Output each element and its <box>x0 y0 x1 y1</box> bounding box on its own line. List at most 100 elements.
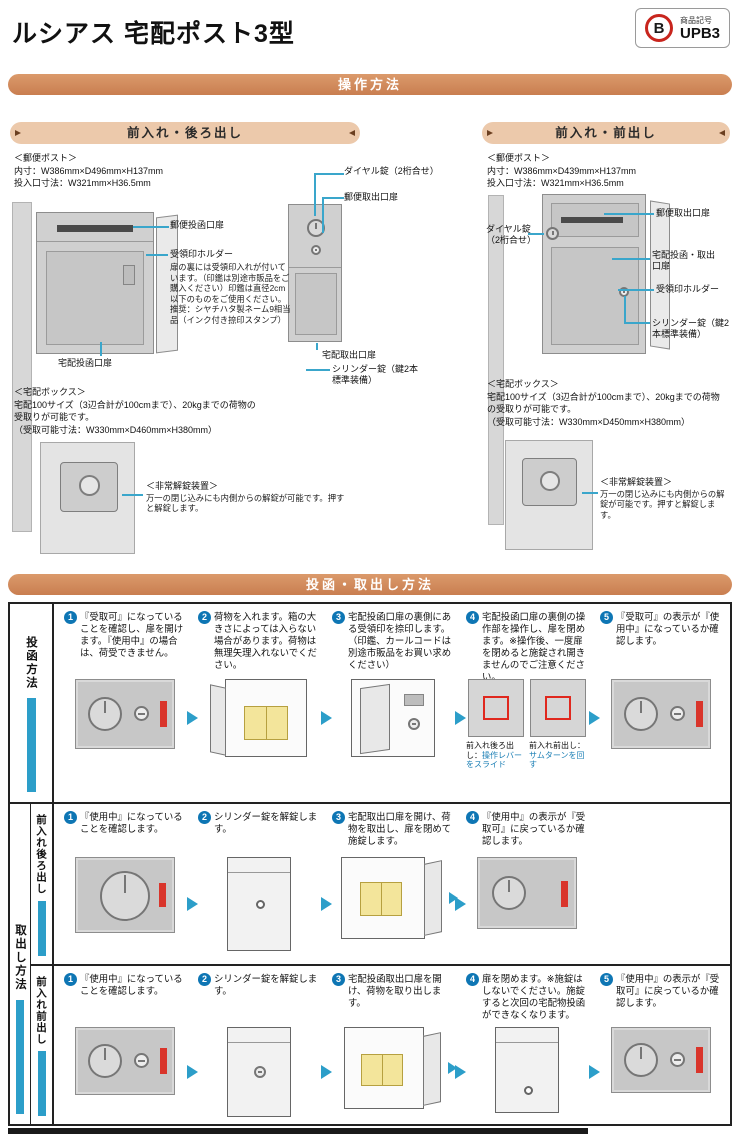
step-cell: 1 『受取可』になっていることを確認し、扉を開けます。『使用中』の場合は、荷受で… <box>58 611 198 802</box>
step-number: 1 <box>64 811 77 824</box>
posting-row: 投函方法 1 『受取可』になっていることを確認し、扉を開けます。『使用中』の場合… <box>10 604 730 804</box>
leader-line <box>322 197 344 199</box>
step-number: 1 <box>64 611 77 624</box>
status-indicator <box>160 701 167 727</box>
open-box-illustration <box>341 857 458 939</box>
step-number: 2 <box>198 811 211 824</box>
open-box-illustration <box>210 679 307 757</box>
emergency-text: 万一の閉じ込みにも内側からの解錠が可能です。押すと解錠します。 <box>600 488 725 520</box>
step-number: 5 <box>600 973 613 986</box>
emergency-title: ＜非常解錠装置＞ <box>146 481 219 491</box>
box-text: 宅配100サイズ（3辺合計が100cmまで）、20kgまでの荷物の受取りが可能で… <box>487 391 720 415</box>
step-text: シリンダー錠を解錠します。 <box>214 973 318 996</box>
label-delivery-post-door: 宅配投函口扉 <box>58 358 113 368</box>
status-panel-illustration <box>611 679 711 749</box>
spec-inner: 内寸：W386mm×D496mm×H137mm <box>14 165 164 176</box>
label-cylinder-lock: シリンダー錠（鍵2本標準装備） <box>332 364 419 385</box>
step-cell: 5 『受取可』の表示が『使用中』になっているか確認します。 <box>594 611 728 802</box>
dial-knob-icon <box>100 871 150 921</box>
keyhole-icon <box>256 900 265 909</box>
step-text: 『使用中』になっていることを確認します。 <box>80 973 183 996</box>
status-panel-illustration <box>75 857 175 933</box>
mailbox-front-illustration <box>36 212 154 354</box>
dial-knob-icon <box>492 876 526 910</box>
left-post-specs: ＜郵便ポスト＞ 内寸：W386mm×D496mm×H137mm 投入口寸法：W3… <box>14 152 163 190</box>
column-header-rear-out: 前入れ・後ろ出し <box>10 122 360 144</box>
product-code-badge: B 商品記号 UPB3 <box>634 8 730 48</box>
mail-slot-icon <box>561 217 623 223</box>
spec-slot: 投入口寸法：W321mm×H36.5mm <box>14 178 151 188</box>
step-number: 5 <box>600 611 613 624</box>
box-dims: （受取可能寸法：W330mm×D460mm×H380mm） <box>14 424 218 435</box>
leader-line <box>624 296 626 322</box>
sidebar-label: 前入れ後ろ出し <box>35 814 47 895</box>
step-cell: 2 シリンダー錠を解錠します。 <box>192 973 332 1124</box>
step-number: 2 <box>198 973 211 986</box>
status-indicator <box>696 1047 703 1073</box>
box-dims: （受取可能寸法：W330mm×D450mm×H380mm） <box>487 416 691 427</box>
leader-line <box>582 492 598 494</box>
leader-line <box>316 343 318 350</box>
label-cylinder-lock: シリンダー錠（鍵2本標準装備） <box>652 318 730 339</box>
box-text: 宅配100サイズ（3辺合計が100cmまで）、20kgまでの荷物の受取りが可能で… <box>14 399 256 423</box>
front-out-row: 前入れ前出し 1 『使用中』になっていることを確認します。 <box>31 966 730 1124</box>
open-door-icon <box>424 860 442 936</box>
step-number: 3 <box>332 611 345 624</box>
sidebar-front-out: 前入れ前出し <box>31 966 54 1124</box>
post-side-wall <box>488 195 504 525</box>
step-cell: 3 宅配投函口扉の裏側にある受領印を捺印します。（印鑑、カールコードは別途市販品… <box>326 611 466 802</box>
open-door-icon <box>423 1032 441 1106</box>
highlight-box <box>483 696 509 720</box>
step-text: 宅配取出口扉を開け、荷物を取出し、扉を閉めて施錠します。 <box>348 811 452 846</box>
left-box-specs: ＜宅配ボックス＞ 宅配100サイズ（3辺合計が100cmまで）、20kgまでの荷… <box>14 386 262 436</box>
leader-line <box>528 233 544 235</box>
emergency-unlock-device-icon <box>60 462 118 512</box>
label-stamp-holder: 受領印ホルダー <box>656 284 720 294</box>
next-step-arrow <box>589 1065 600 1079</box>
stamp-holder-icon <box>123 265 135 285</box>
stamp-icon <box>408 718 420 730</box>
leader-line <box>604 213 654 215</box>
step-text: 『受取可』になっていることを確認し、扉を開けます。『使用中』の場合は、荷受できま… <box>80 611 184 658</box>
status-indicator <box>159 883 166 907</box>
emergency-text: 万一の閉じ込みにも内側からの解錠が可能です。押すと解錠します。 <box>146 492 345 514</box>
dial-knob-icon <box>88 697 122 731</box>
next-step-arrow <box>589 711 600 725</box>
dial-knob-icon <box>624 697 658 731</box>
left-emergency-note: ＜非常解錠装置＞ 万一の閉じ込みにも内側からの解錠が可能です。押すと解錠します。 <box>146 480 346 514</box>
step-cell: 4 扉を閉めます。※施錠はしないでください。施錠すると次回の宅配物投函ができなく… <box>460 973 600 1124</box>
next-step-arrow <box>187 711 198 725</box>
caption-head: 前入れ後ろ出し： <box>466 741 514 760</box>
step-text: 『使用中』になっていることを確認します。 <box>80 811 183 834</box>
mail-slot-icon <box>57 225 133 232</box>
package-icon <box>360 882 402 916</box>
cabinet-illustration <box>227 1027 291 1117</box>
takeout-door-icon <box>295 273 337 335</box>
steps-area: 1 『受取可』になっていることを確認し、扉を開けます。『使用中』の場合は、荷受で… <box>54 604 730 802</box>
step-text: シリンダー錠を解錠します。 <box>214 811 318 834</box>
label-mail-post-door: 郵便投函口扉 <box>170 220 225 230</box>
diagram-area: ＜郵便ポスト＞ 内寸：W386mm×D496mm×H137mm 投入口寸法：W3… <box>0 150 740 572</box>
step-number: 4 <box>466 973 479 986</box>
divider-line <box>37 241 153 242</box>
status-panel-illustration <box>477 857 577 929</box>
next-step-arrow <box>321 897 332 911</box>
leader-line <box>306 369 330 371</box>
takeout-rows: 取出し方法 前入れ後ろ出し 1 『使用中』になっていることを確認します。 <box>10 804 730 1124</box>
caption-rear-out: 前入れ後ろ出し：操作レバーをスライド <box>466 741 525 770</box>
column-header-front-out: 前入れ・前出し <box>482 122 730 144</box>
next-section-edge <box>8 1128 588 1134</box>
step-number: 4 <box>466 811 479 824</box>
dial-lock-icon <box>307 219 325 237</box>
sidebar-label: 取出し方法 <box>14 924 26 992</box>
step-number: 2 <box>198 611 211 624</box>
step-cell: 2 荷物を入れます。箱の大きさによっては入らない場合があります。荷物は無理矢理入… <box>192 611 332 802</box>
right-box-specs: ＜宅配ボックス＞ 宅配100サイズ（3辺合計が100cmまで）、20kgまでの荷… <box>487 378 727 428</box>
step-text: 宅配投函取出口扉を開け、荷物を取り出します。 <box>348 973 442 1008</box>
next-step-arrow <box>455 711 466 725</box>
keyhole-icon <box>670 706 685 721</box>
step-cell: 3 宅配取出口扉を開け、荷物を取出し、扉を閉めて施錠します。 <box>326 811 466 964</box>
step-cell: 4 宅配投函口扉の裏側の操作部を操作し、扉を閉めます。※操作後、一度扉を閉めると… <box>460 611 600 802</box>
step-number: 4 <box>466 611 479 624</box>
lever-operation-illustration <box>468 679 524 737</box>
